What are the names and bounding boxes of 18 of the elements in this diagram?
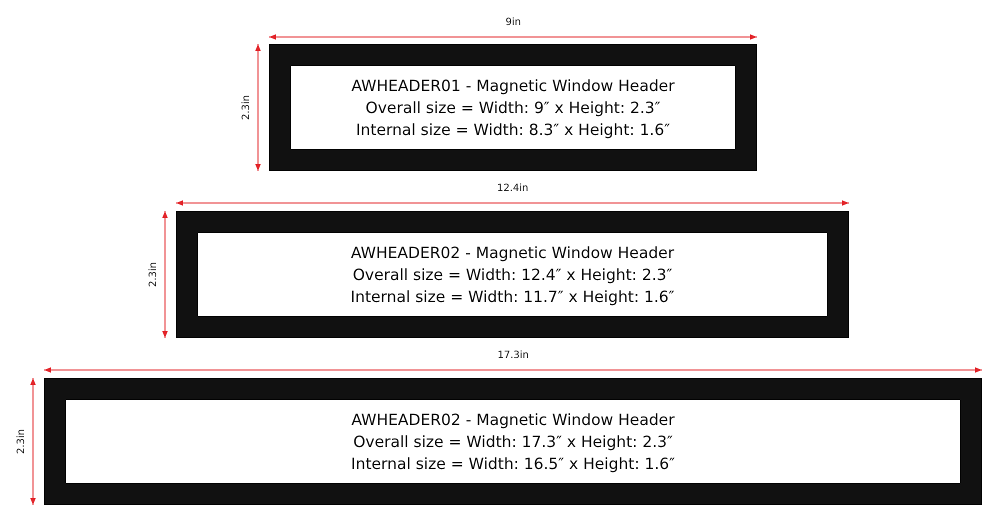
product-title: AWHEADER02 - Magnetic Window Header <box>351 410 675 430</box>
internal-size-text: Internal size = Width: 11.7″ x Height: 1.6″ <box>350 286 674 308</box>
header-frame <box>269 44 757 171</box>
overall-size-text: Overall size = Width: 12.4″ x Height: 2.3″ <box>352 264 672 286</box>
dimension-label: 9in <box>506 17 521 28</box>
dimension-label: 2.3in <box>148 262 159 288</box>
internal-size-text: Internal size = Width: 8.3″ x Height: 1.6″ <box>356 120 670 140</box>
dimension-label: 17.3in <box>498 350 529 361</box>
dimension-label: 2.3in <box>16 428 27 454</box>
product-title: AWHEADER01 - Magnetic Window Header <box>351 76 675 96</box>
overall-size-text: Overall size = Width: 9″ x Height: 2.3″ <box>366 98 660 118</box>
internal-size-text: Internal size = Width: 16.5″ x Height: 1.6″ <box>351 454 675 474</box>
overall-size-text: Overall size = Width: 17.3″ x Height: 2.3″ <box>353 432 673 452</box>
dimension-label: 12.4in <box>497 183 528 194</box>
header-frame <box>44 378 982 505</box>
dimension-label: 2.3in <box>240 94 252 120</box>
product-title: AWHEADER02 - Magnetic Window Header <box>350 242 674 264</box>
header-frame <box>176 211 849 338</box>
